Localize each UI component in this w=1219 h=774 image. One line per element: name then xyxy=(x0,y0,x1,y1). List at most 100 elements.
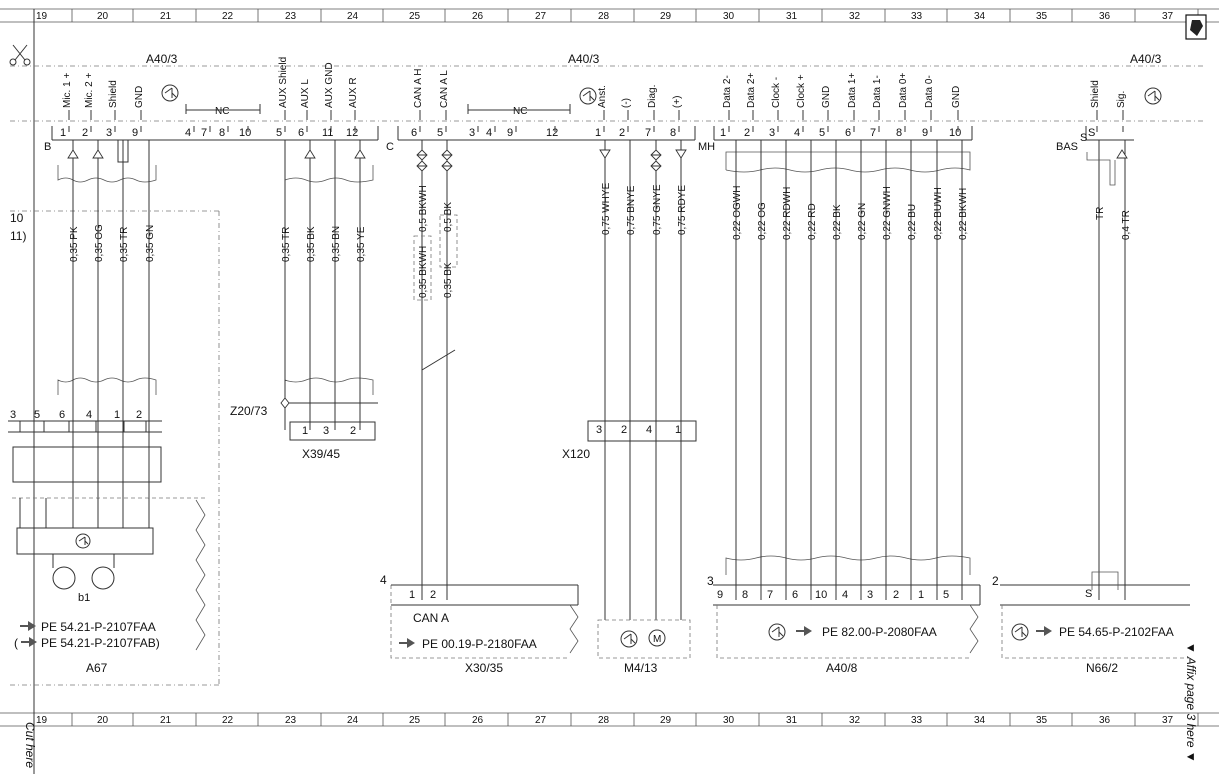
grid-number: 31 xyxy=(786,11,798,22)
x120-pin-number: 2 xyxy=(621,424,627,436)
wire-label: 0,75 GNYE xyxy=(652,184,663,235)
amplifier-icon xyxy=(768,623,786,641)
pointing-hand-icon xyxy=(1036,626,1052,636)
x120-pin-number: 1 xyxy=(675,424,681,436)
wire-label: 0,22 RD xyxy=(807,203,818,240)
grid-number: 36 xyxy=(1099,11,1111,22)
signal-direction-icon xyxy=(599,149,611,159)
pin-label-b: AUX R xyxy=(348,77,359,108)
bidirectional-signal-icon xyxy=(416,149,428,161)
pin-label-mh: Clock - xyxy=(771,77,782,108)
grid-number: 24 xyxy=(347,11,359,22)
grid-number: 19 xyxy=(36,715,48,726)
pin-number-mh: 4 xyxy=(794,127,800,139)
pin-number-b: 6 xyxy=(298,127,304,139)
page-corner-icon xyxy=(1185,14,1207,40)
pin-number-c: 1 xyxy=(595,127,601,139)
grid-number: 29 xyxy=(660,11,672,22)
a40-8-number: 3 xyxy=(707,574,714,588)
grid-number: 19 xyxy=(36,11,48,22)
pin-number-bas: S xyxy=(1088,127,1095,139)
a67-pin-number: 6 xyxy=(59,409,65,421)
x120-label: X120 xyxy=(562,447,590,461)
grid-number: 34 xyxy=(974,11,986,22)
wire-label: 0,22 RDWH xyxy=(782,187,793,240)
grid-number: 28 xyxy=(598,715,610,726)
m4-13-component xyxy=(597,619,691,659)
wire-label: 0,35 TR xyxy=(281,227,292,262)
connector-mh-label: MH xyxy=(698,141,715,153)
a67-pin-number: 1 xyxy=(114,409,120,421)
pin-label-mh: Data 2+ xyxy=(746,73,757,108)
pin-number-mh: 5 xyxy=(819,127,825,139)
side-note-11: 11) xyxy=(10,229,26,243)
wire-label: 0,4 TR xyxy=(1121,210,1132,240)
pin-label-mh: GND xyxy=(821,86,832,108)
pin-number-b: 2 xyxy=(82,127,88,139)
a40-8-pin-number: 7 xyxy=(767,589,773,601)
grid-number: 35 xyxy=(1036,715,1048,726)
can-wire-crossing xyxy=(421,349,456,371)
pin-number-c: 8 xyxy=(670,127,676,139)
bidirectional-signal-icon xyxy=(441,149,453,161)
bidirectional-signal-icon xyxy=(650,160,662,172)
wire-label: 0,22 OG xyxy=(757,202,768,240)
pin-label-b: AUX GND xyxy=(324,62,335,108)
signal-direction-icon xyxy=(1116,149,1128,159)
pin-label-bas: Sig. xyxy=(1116,91,1127,108)
pin-label-c: Diag. xyxy=(647,85,658,108)
pin-label-b: Mic. 1 + xyxy=(62,73,73,108)
grid-number: 33 xyxy=(911,11,923,22)
x39-pin-number: 2 xyxy=(350,425,356,437)
wire-label: 0,35 BN xyxy=(331,226,342,262)
motor-icon xyxy=(648,629,666,647)
a67-pin-number: 3 xyxy=(10,409,16,421)
a40-8-pin-number: 9 xyxy=(717,589,723,601)
pin-label-mh: GND xyxy=(951,86,962,108)
wire-label: 0,35 BK xyxy=(306,226,317,262)
wire-label: 0,35 PK xyxy=(69,226,80,262)
grid-number: 32 xyxy=(849,11,861,22)
x30-35-label: X30/35 xyxy=(465,661,503,675)
bas-pin-s: S xyxy=(1080,132,1087,144)
a67-pin-number: 5 xyxy=(34,409,40,421)
grid-number: 25 xyxy=(409,11,421,22)
grid-number: 31 xyxy=(786,715,798,726)
x30-35-ref: PE 00.19-P-2180FAA xyxy=(422,637,537,651)
grid-number: 28 xyxy=(598,11,610,22)
wire-label: 0,22 OGWH xyxy=(732,186,743,240)
wire-label: 0,35 OG xyxy=(94,224,105,262)
n66-2-ref: PE 54.65-P-2102FAA xyxy=(1059,625,1174,639)
n66-2-number: 2 xyxy=(992,574,999,588)
grid-number: 24 xyxy=(347,715,359,726)
pin-label-mh: Data 1+ xyxy=(847,73,858,108)
b1-label: b1 xyxy=(78,592,90,604)
a67-component xyxy=(8,420,206,651)
pin-label-mh: Data 1- xyxy=(872,75,883,108)
a67-ref-2: PE 54.21-P-2107FAB) xyxy=(41,636,160,650)
a40-8-ref: PE 82.00-P-2080FAA xyxy=(822,625,937,639)
a67-ref-1: PE 54.21-P-2107FAA xyxy=(41,620,156,634)
x30-35-component xyxy=(390,584,579,659)
pin-label-mh: Data 2- xyxy=(722,75,733,108)
pin-label-mh: Data 0- xyxy=(924,75,935,108)
x30-35-number: 4 xyxy=(380,573,387,587)
wire-label: 0,75 WHYE xyxy=(601,182,612,235)
grid-number: 33 xyxy=(911,715,923,726)
pin-number-b: 12 xyxy=(346,127,358,139)
connector-b-label: B xyxy=(44,141,51,153)
wire-label: 0,35 BK xyxy=(443,262,454,298)
a40-3-label-left: A40/3 xyxy=(146,52,178,66)
bidirectional-signal-icon xyxy=(416,160,428,172)
wire-label: 0,22 BKWH xyxy=(958,188,969,240)
x39-pin-number: 3 xyxy=(323,425,329,437)
wire-label: 0,22 BUWH xyxy=(933,187,944,240)
pin-number-c: 7 xyxy=(645,127,651,139)
grid-number: 30 xyxy=(723,11,735,22)
a67-pin-number: 4 xyxy=(86,409,92,421)
pin-number-c: 3 xyxy=(469,127,475,139)
pin-label-c: (+) xyxy=(672,96,683,109)
grid-number: 22 xyxy=(222,715,234,726)
